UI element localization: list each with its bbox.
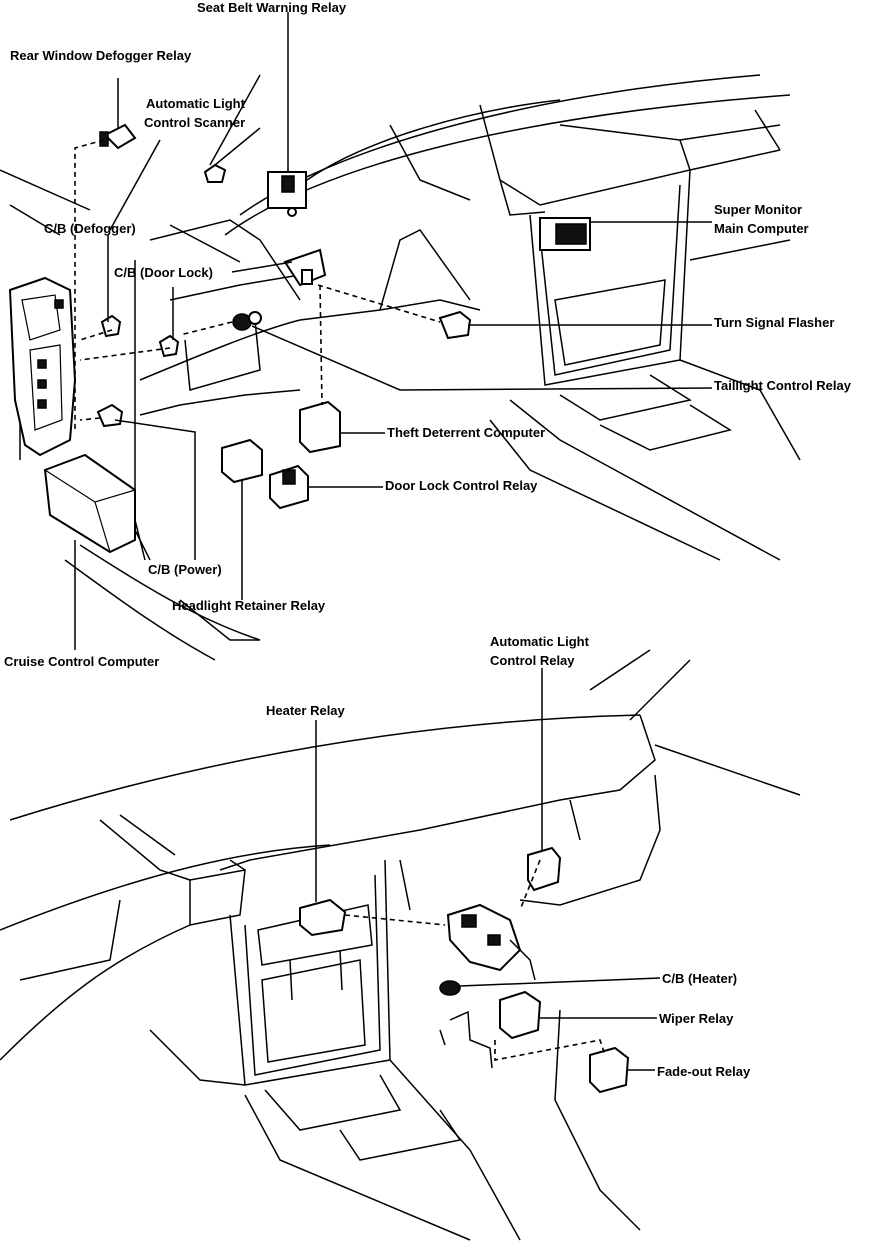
label-headlight-retainer-relay: Headlight Retainer Relay: [172, 598, 326, 613]
label-taillight-control-relay: Taillight Control Relay: [714, 378, 852, 393]
label-wiper-relay: Wiper Relay: [659, 1011, 734, 1026]
label-rear-window-defogger-relay: Rear Window Defogger Relay: [10, 48, 192, 63]
cb-power-part: [96, 403, 124, 428]
label-cb-power: C/B (Power): [148, 562, 222, 577]
label-automatic-light-control-relay-2: Control Relay: [490, 653, 575, 668]
bottom-dashed-connections: [344, 859, 606, 1061]
label-fade-out-relay: Fade-out Relay: [657, 1064, 751, 1079]
bracket-part: [283, 248, 327, 287]
junction-block: [8, 276, 77, 457]
theft-deterrent-computer-part: [299, 400, 341, 454]
label-automatic-light-control-scanner-2: Control Scanner: [144, 115, 245, 130]
cruise-control-computer: [43, 453, 136, 554]
door-lock-control-relay-part: [269, 464, 309, 510]
label-seat-belt-warning-relay: Seat Belt Warning Relay: [197, 0, 347, 15]
automatic-light-control-relay-part: [527, 846, 562, 892]
label-cruise-control-computer: Cruise Control Computer: [4, 654, 159, 669]
turn-signal-flasher-part: [438, 310, 472, 340]
label-theft-deterrent-computer: Theft Deterrent Computer: [387, 425, 545, 440]
cb-heater-part: [439, 980, 461, 996]
top-leader-lines: [74, 12, 713, 650]
top-view: [0, 12, 801, 661]
label-door-lock-control-relay: Door Lock Control Relay: [385, 478, 538, 493]
label-cb-defogger: C/B (Defogger): [44, 221, 136, 236]
heater-relay-part: [299, 898, 347, 937]
label-super-monitor-main-computer-1: Super Monitor: [714, 202, 802, 217]
labels: Seat Belt Warning Relay Rear Window Defo…: [4, 0, 852, 1079]
rear-window-defogger-relay-part: [99, 123, 137, 150]
super-monitor-main-computer-part: [539, 217, 591, 251]
label-heater-relay: Heater Relay: [266, 703, 346, 718]
label-turn-signal-flasher: Turn Signal Flasher: [714, 315, 834, 330]
bottom-view: [0, 649, 801, 1241]
label-automatic-light-control-scanner-1: Automatic Light: [146, 96, 246, 111]
bracket-bottom-part: [439, 1010, 493, 1069]
bottom-leader-lines: [315, 668, 661, 1071]
headlight-retainer-relay-part: [221, 438, 263, 484]
cb-door-lock-part: [158, 334, 180, 358]
label-cb-door-lock: C/B (Door Lock): [114, 265, 213, 280]
top-dashed-connections: [74, 139, 441, 430]
label-cb-heater: C/B (Heater): [662, 971, 737, 986]
label-super-monitor-main-computer-2: Main Computer: [714, 221, 809, 236]
automatic-light-control-scanner-part: [203, 163, 227, 183]
cb-defogger-part: [100, 314, 122, 338]
top-dashboard-outline: [0, 74, 801, 661]
label-automatic-light-control-relay-1: Automatic Light: [490, 634, 590, 649]
taillight-control-relay-part: [232, 311, 262, 331]
bottom-dashboard-outline: [0, 649, 801, 1241]
wiring-cluster-part: [446, 903, 536, 981]
seat-belt-warning-relay-part: [267, 171, 307, 217]
wiper-relay-part: [499, 990, 542, 1040]
fade-out-relay-part: [589, 1046, 630, 1094]
